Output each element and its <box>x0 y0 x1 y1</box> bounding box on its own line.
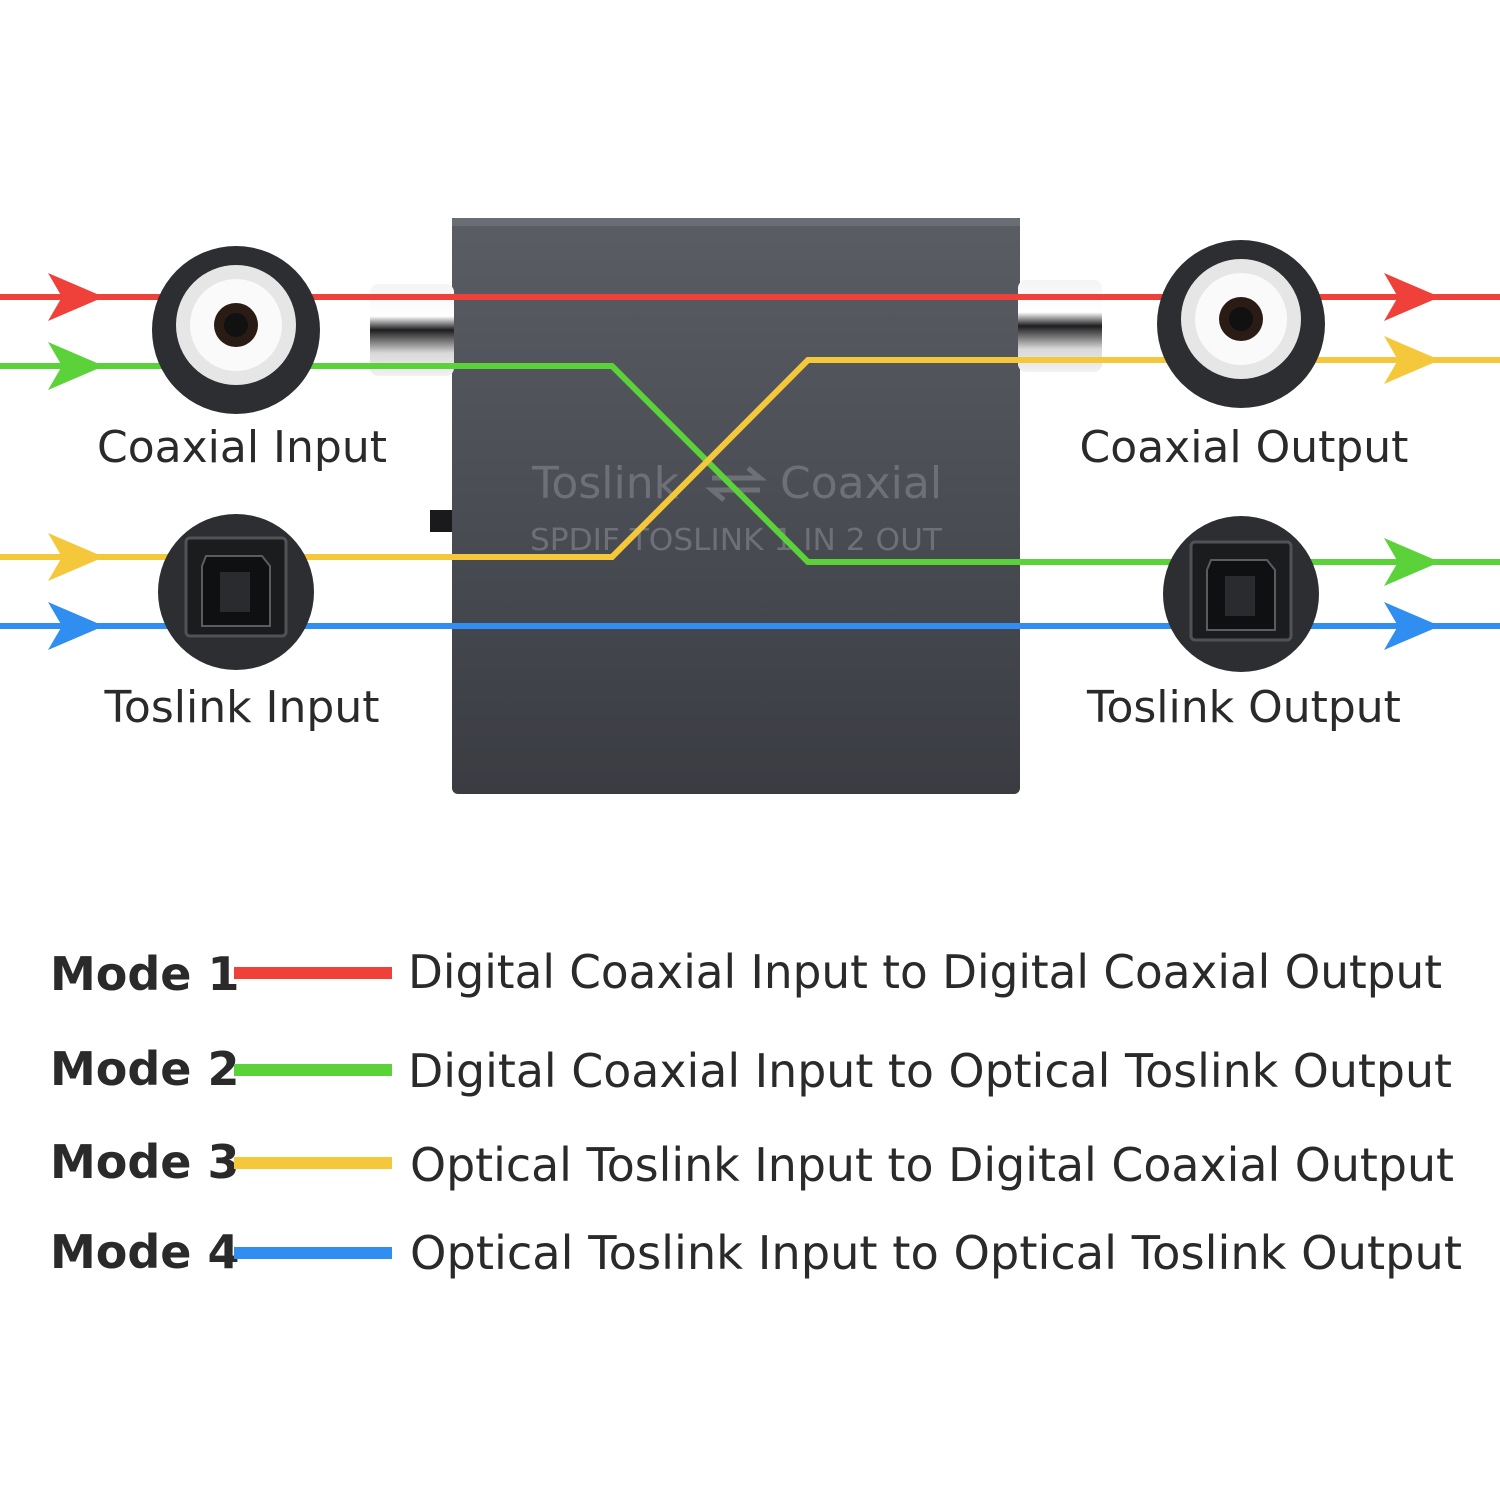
coax-in-barrel <box>370 284 454 376</box>
toslink-output-port-icon <box>1163 516 1319 672</box>
arrow-in-green <box>48 342 104 390</box>
legend-item-mode-4: Mode 4 Optical Toslink Input to Optical … <box>50 1225 1462 1280</box>
arrow-in-yellow <box>48 533 104 581</box>
legend-mode-label: Mode 2 <box>50 1042 240 1096</box>
coaxial-input-jack-icon <box>152 246 320 414</box>
coaxial-input-label: Coaxial Input <box>97 422 387 473</box>
brand-left: Toslink <box>531 458 680 509</box>
device-top-edge <box>452 218 1020 226</box>
arrow-out-green <box>1384 538 1440 586</box>
legend-mode-description: Digital Coaxial Input to Digital Coaxial… <box>408 945 1442 999</box>
coax-out-barrel <box>1018 280 1102 372</box>
legend-item-mode-3: Mode 3 Optical Toslink Input to Digital … <box>50 1135 1454 1192</box>
device-subtitle: SPDIF TOSLINK 1 IN 2 OUT <box>530 523 943 558</box>
legend-swatch <box>234 1157 392 1169</box>
arrow-out-yellow <box>1384 336 1440 384</box>
converter-device: Toslink Coaxial SPDIF TOSLINK 1 IN 2 OUT <box>370 218 1102 794</box>
mode-3-line <box>0 357 1500 560</box>
side-switch <box>430 510 452 532</box>
toslink-input-label: Toslink Input <box>104 682 380 733</box>
legend-mode-description: Optical Toslink Input to Optical Toslink… <box>410 1226 1462 1280</box>
legend-mode-label: Mode 1 <box>50 947 240 1001</box>
legend-mode-label: Mode 4 <box>50 1225 240 1279</box>
toslink-input-port-icon <box>158 514 314 670</box>
arrow-in-red <box>48 273 104 321</box>
brand-right: Coaxial <box>780 458 942 509</box>
arrow-in-blue <box>48 602 104 650</box>
mode-legend: Mode 1 Digital Coaxial Input to Digital … <box>50 945 1462 1280</box>
legend-mode-description: Optical Toslink Input to Digital Coaxial… <box>410 1138 1454 1192</box>
toslink-output-label: Toslink Output <box>1086 682 1401 733</box>
legend-mode-label: Mode 3 <box>50 1135 240 1189</box>
flow-arrows <box>48 273 1440 650</box>
coaxial-output-jack-icon <box>1157 240 1325 408</box>
arrow-out-red <box>1384 273 1440 321</box>
arrow-out-blue <box>1384 602 1440 650</box>
legend-item-mode-2: Mode 2 Digital Coaxial Input to Optical … <box>50 1042 1452 1098</box>
coaxial-output-label: Coaxial Output <box>1080 422 1409 473</box>
legend-swatch <box>234 1064 392 1076</box>
legend-item-mode-1: Mode 1 Digital Coaxial Input to Digital … <box>50 945 1442 1001</box>
legend-mode-description: Digital Coaxial Input to Optical Toslink… <box>408 1044 1452 1098</box>
legend-swatch <box>234 967 392 979</box>
legend-swatch <box>234 1247 392 1259</box>
